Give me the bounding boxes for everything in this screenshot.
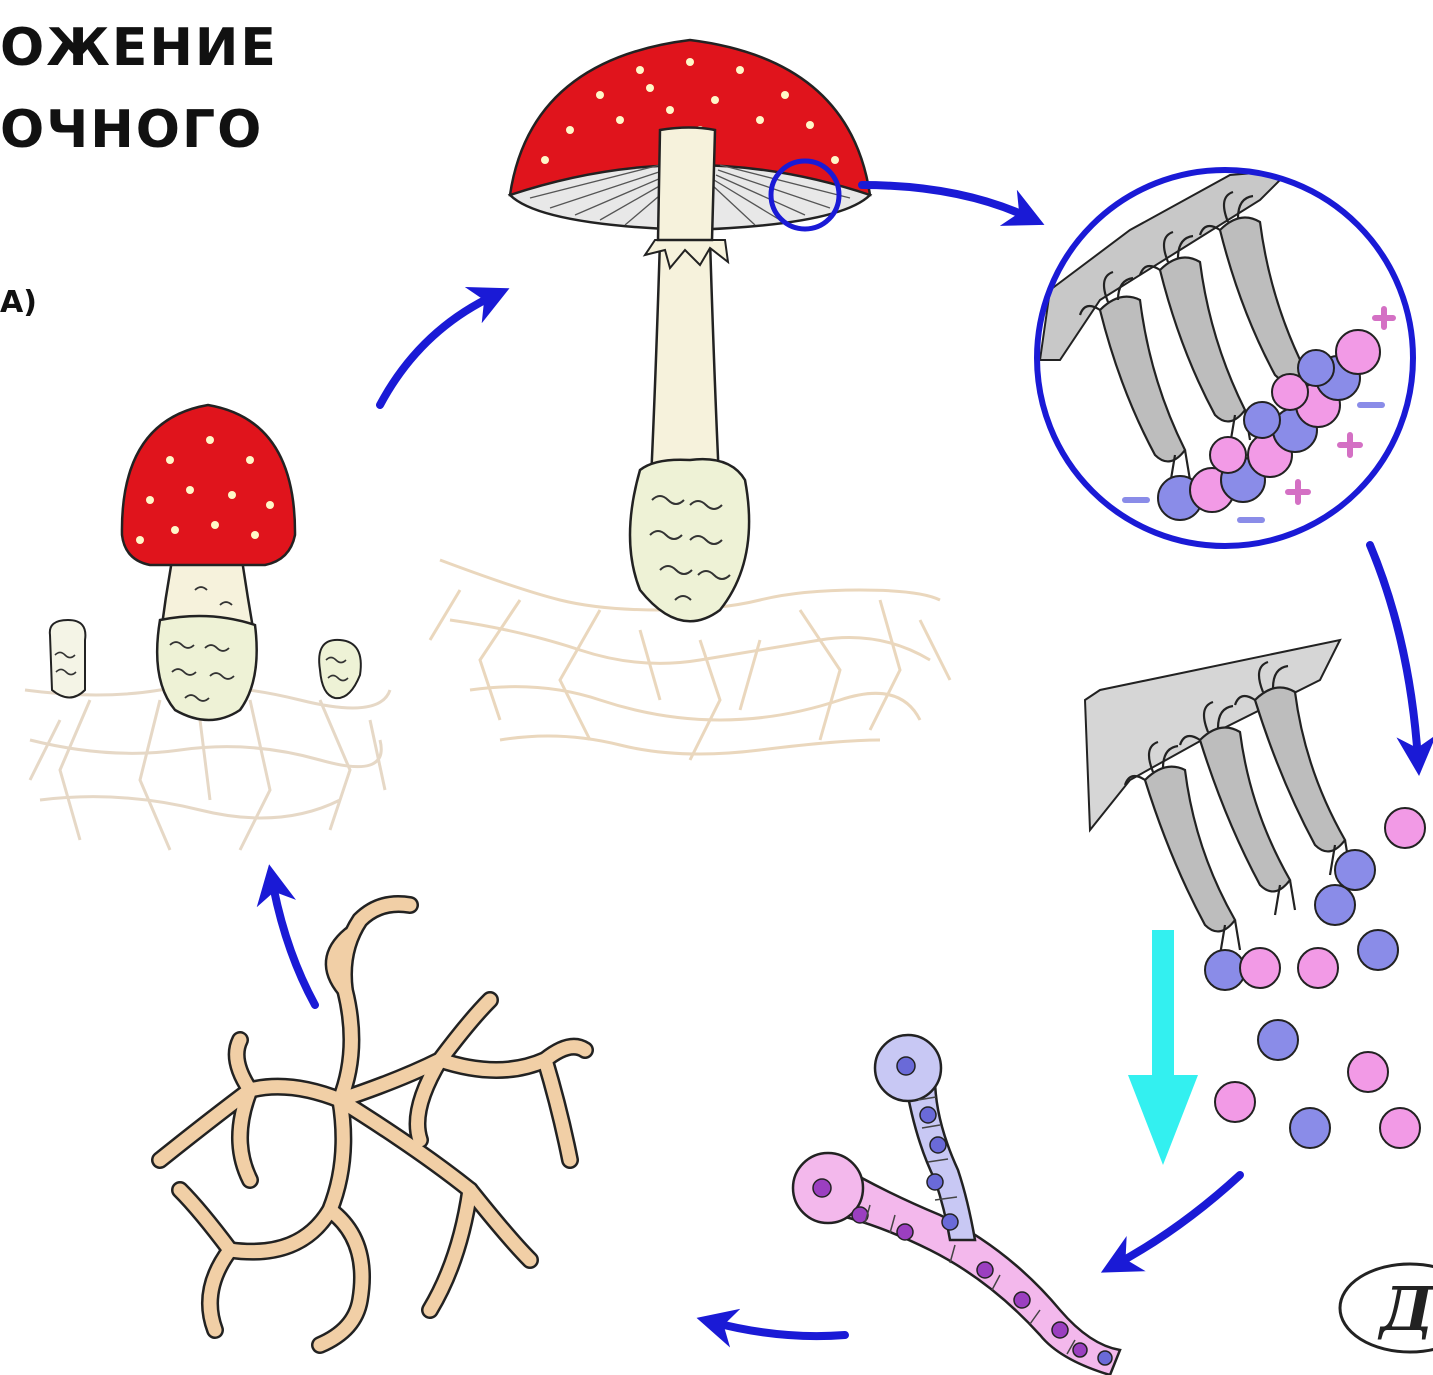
publisher-logo: Д bbox=[1335, 1258, 1433, 1358]
young-button-right bbox=[319, 640, 361, 698]
mature-volva bbox=[630, 459, 749, 621]
arrow-cap-to-closeup bbox=[862, 185, 1030, 218]
arrow-mycelium-to-young bbox=[272, 880, 315, 1005]
mycelium-network bbox=[160, 904, 585, 1345]
arrow-hyphae-to-mycelium bbox=[712, 1322, 845, 1336]
logo-glyph: Д bbox=[1377, 1275, 1433, 1345]
young-stem bbox=[157, 560, 257, 720]
arrow-spore-dispersal bbox=[1128, 930, 1198, 1165]
arrow-closeup-to-release bbox=[1370, 545, 1418, 760]
arrow-young-to-mature bbox=[380, 295, 495, 405]
young-cap bbox=[122, 405, 295, 565]
arrow-spores-to-hyphae bbox=[1115, 1175, 1240, 1265]
germinating-hyphae bbox=[793, 1035, 1120, 1375]
spore-release bbox=[1085, 640, 1425, 1148]
mature-cap bbox=[510, 40, 870, 268]
young-button-left bbox=[50, 620, 86, 698]
basidia-closeup bbox=[1037, 170, 1413, 546]
